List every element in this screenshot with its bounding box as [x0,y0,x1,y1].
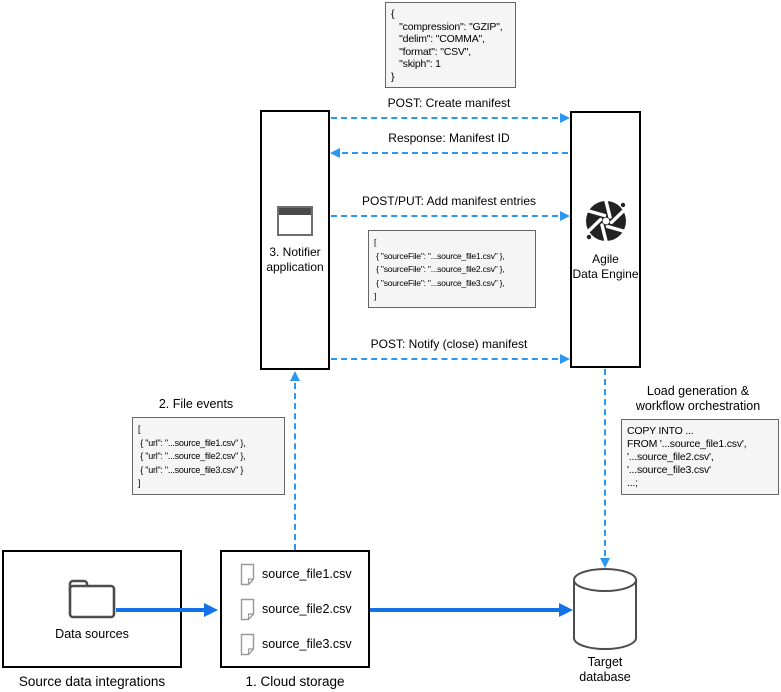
arrowhead-up-icon [290,371,300,381]
arrow-line [370,608,559,612]
data-sources-node: Data sources [2,550,182,668]
file-events-code-block: [ { "url": "...source_file1.csv" }, { "u… [132,417,285,495]
manifest-options-code-block: { "compression": "GZIP", "delim": "COMMA… [385,2,516,88]
code-line: [ [138,424,141,434]
file-name: source_file1.csv [262,567,352,581]
arrowhead-right-icon [560,211,570,221]
load-generation-label: Load generation & workflow orchestration [635,384,761,413]
response-manifest-id-arrow [330,148,568,158]
source-data-integrations-caption: Source data integrations [18,674,166,689]
storage-to-database-arrow [370,603,573,617]
cloud-storage-caption: 1. Cloud storage [245,674,345,689]
arrowhead-right-icon [559,603,573,617]
notifier-node: 3. Notifier application [260,110,330,370]
load-orchestration-arrow [600,369,610,568]
code-line: { [391,8,395,20]
code-line: ] [138,478,141,488]
file-row: source_file3.csv [222,627,368,662]
code-line: { "sourceFile": "...source_file2.csv" }, [374,264,505,274]
post-create-manifest-arrow [331,113,570,123]
arrowhead-left-icon [330,148,340,158]
arrowhead-right-icon [560,113,570,123]
file-icon [240,598,255,620]
code-line: '...source_file3.csv' [627,464,711,476]
notify-manifest-arrow-label: POST: Notify (close) manifest [370,337,528,351]
code-line: ...; [627,477,638,489]
post-put-add-entries-arrow [331,211,570,221]
code-line: { "sourceFile": "...source_file1.csv" }, [374,250,505,261]
copy-into-code-block: COPY INTO ... FROM '...source_file1.csv'… [621,419,779,495]
database-cylinder-icon [573,568,637,650]
code-line: "format": "CSV", [391,45,471,58]
code-line: "skiph": 1 [391,58,441,70]
arrow-line [116,608,204,612]
file-name: source_file3.csv [262,637,352,651]
arrowhead-down-icon [600,558,610,568]
file-row: source_file2.csv [222,592,368,627]
create-manifest-arrow-label: POST: Create manifest [387,96,511,110]
file-name: source_file2.csv [262,602,352,616]
add-entries-arrow-label: POST/PUT: Add manifest entries [361,194,537,208]
code-line: ] [374,291,377,301]
sources-to-storage-arrow [116,603,218,617]
arrowhead-right-icon [560,354,570,364]
file-icon [240,633,255,655]
arrowhead-right-icon [204,603,218,617]
notifier-label: 3. Notifier application [266,244,324,274]
code-line: "delim": "COMMA", [391,33,485,45]
code-line: "compression": "GZIP", [391,20,503,33]
window-icon [277,205,313,236]
engine-node: Agile Data Engine [570,111,641,368]
file-row: source_file1.csv [222,557,368,592]
manifest-entries-code-block: [ { "sourceFile": "...source_file1.csv" … [368,230,536,308]
code-line: } [391,70,395,83]
file-icon [240,563,255,585]
code-line: { "url": "...source_file1.csv" }, [138,437,246,448]
response-manifest-arrow-label: Response: Manifest ID [388,131,510,145]
code-line: [ [374,237,377,247]
cloud-storage-node: source_file1.csv source_file2.csv source… [220,550,370,668]
aperture-icon [585,199,626,243]
folder-icon [68,579,116,618]
data-sources-label: Data sources [55,626,129,641]
code-line: COPY INTO ... [627,425,694,437]
file-events-arrow [290,371,300,550]
code-line: '...source_file2.csv', [627,451,714,463]
target-database-label: Target database [579,655,631,684]
engine-label: Agile Data Engine [572,252,639,281]
code-line: { "url": "...source_file2.csv" }, [138,451,246,461]
code-line: { "sourceFile": "...source_file3.csv" }, [374,277,505,288]
window-titlebar [279,207,311,215]
code-line: FROM '...source_file1.csv', [627,438,747,450]
post-notify-arrow [331,354,570,364]
file-events-label: 2. File events [158,397,234,411]
code-line: { "url": "...source_file3.csv" } [138,464,244,475]
